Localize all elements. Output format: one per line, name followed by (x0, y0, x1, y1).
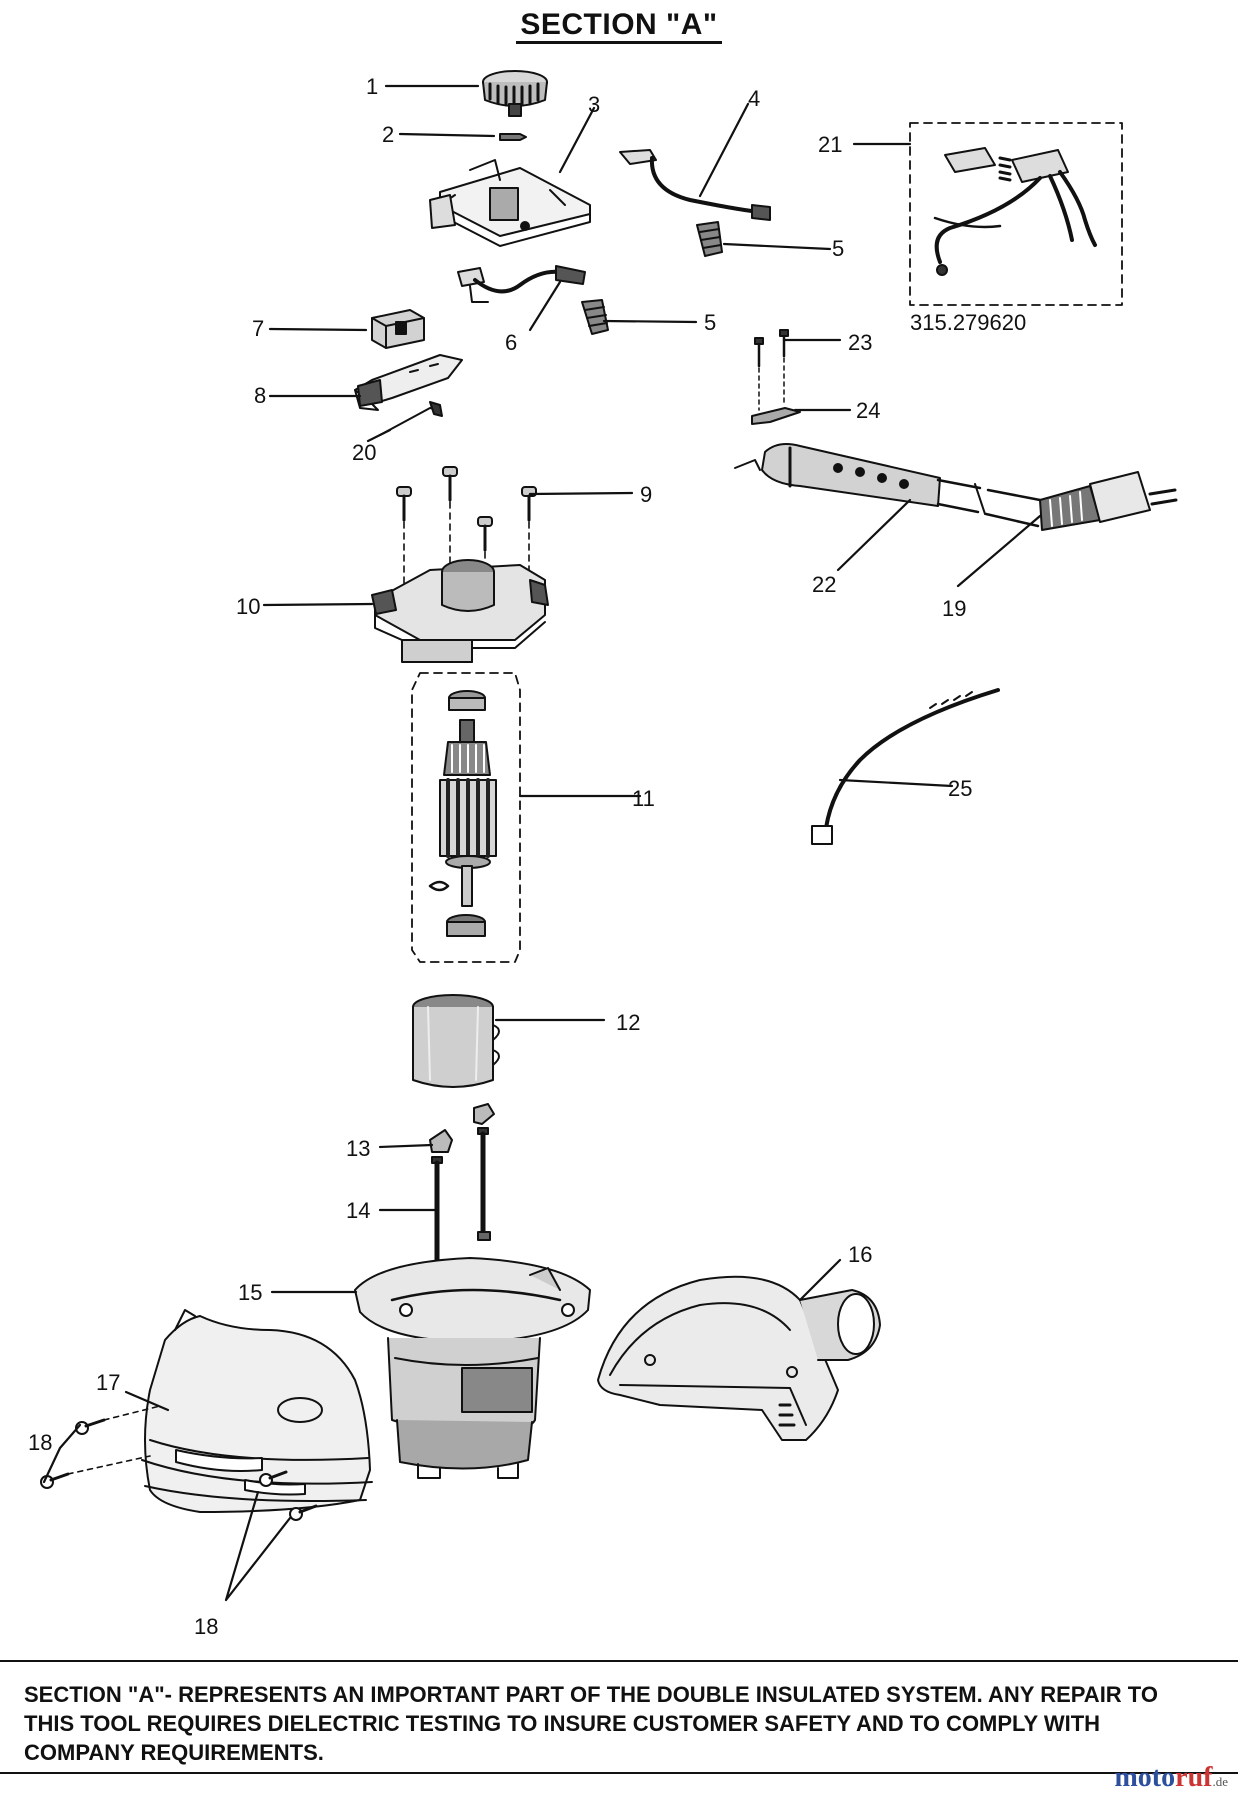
callout-c13: 13 (346, 1136, 370, 1161)
part-9-screws (396, 466, 537, 599)
part-20-spring-clip (379, 401, 443, 436)
part-13-brush-clips (429, 1103, 495, 1153)
watermark-logo: motoruf.de (1114, 1762, 1228, 1793)
part-25-wire-tie (811, 688, 1000, 845)
part-11-armature (411, 672, 521, 963)
part-21-cord-set (909, 122, 1123, 306)
part-7-capacitor (371, 309, 425, 349)
callout-c23: 23 (848, 330, 872, 355)
callout-c22: 22 (812, 572, 836, 597)
callout-c18b: 18 (194, 1614, 218, 1639)
part-14-through-bolts (431, 1127, 491, 1265)
callout-c20: 20 (352, 440, 376, 465)
callout-c24: 24 (856, 398, 880, 423)
part-16-fan-housing (597, 1275, 881, 1441)
part-17-shroud (141, 1309, 373, 1513)
callout-c2: 2 (382, 122, 394, 147)
separator-top (0, 1660, 1238, 1662)
separator-bottom (0, 1772, 1238, 1774)
callout-c5b: 5 (704, 310, 716, 335)
part-2-pin (499, 133, 527, 141)
part-22-cord-protector (734, 443, 941, 507)
leader-lines (42, 84, 1042, 1602)
callout-c21: 21 (818, 132, 842, 157)
part-5-wire-nut-upper (696, 221, 723, 257)
part-6-wire-lead (457, 265, 586, 303)
part-23-screws (754, 329, 789, 411)
callout-c7: 7 (252, 316, 264, 341)
callout-c14: 14 (346, 1198, 370, 1223)
callout-c19: 19 (942, 596, 966, 621)
section-title: SECTION "A" (0, 8, 1238, 44)
part-3-switch-assembly (429, 159, 591, 247)
callout-c12: 12 (616, 1010, 640, 1035)
callout-c25: 25 (948, 776, 972, 801)
callout-c15: 15 (238, 1280, 262, 1305)
callout-c18a: 18 (28, 1430, 52, 1455)
callout-c5a: 5 (832, 236, 844, 261)
part-12-field-housing (412, 994, 500, 1088)
part-1-gear-knob (482, 70, 548, 117)
model-number: 315.279620 (910, 310, 1026, 335)
callout-c10: 10 (236, 594, 260, 619)
callout-c8: 8 (254, 383, 266, 408)
part-8-switch-trigger (354, 354, 463, 411)
part-24-cord-clamp (751, 407, 801, 425)
part-18-screws (40, 1405, 318, 1521)
part-5-wire-nut-lower (581, 299, 609, 335)
callout-c4: 4 (748, 86, 760, 111)
callout-c1: 1 (366, 74, 378, 99)
callout-c17: 17 (96, 1370, 120, 1395)
safety-notice: SECTION "A"- REPRESENTS AN IMPORTANT PAR… (24, 1682, 1158, 1765)
part-4-wire-lead (619, 149, 771, 221)
callout-c9: 9 (640, 482, 652, 507)
callout-c6: 6 (505, 330, 517, 355)
part-15-lower-housing (354, 1257, 591, 1479)
callout-c11: 11 (632, 786, 655, 811)
part-10-end-bell (371, 559, 549, 663)
part-19-power-cord (936, 471, 1178, 531)
callout-c3: 3 (588, 92, 600, 117)
callout-c16: 16 (848, 1242, 872, 1267)
